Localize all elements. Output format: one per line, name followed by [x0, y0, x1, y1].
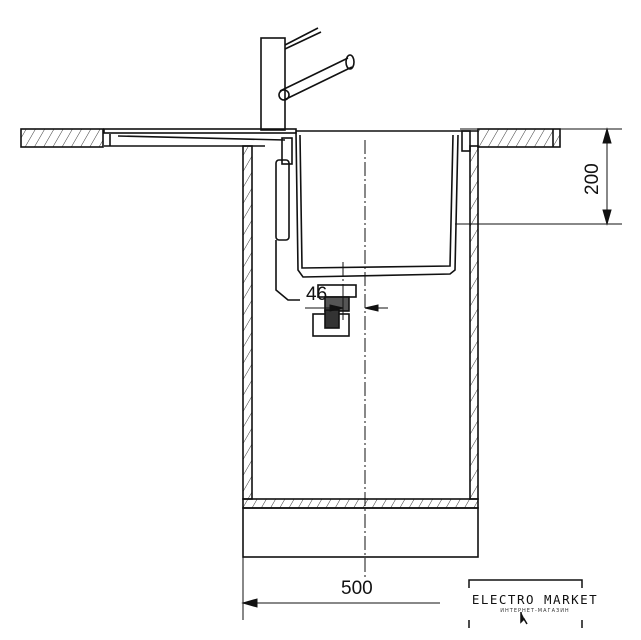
sink-bowl	[295, 130, 478, 278]
watermark-frame	[468, 579, 583, 628]
bowl-depth-label: 200	[582, 163, 603, 195]
watermark-tagline: ИНТЕРНЕТ-МАГАЗИН	[500, 608, 570, 614]
cabinet-width-label: 500	[341, 578, 373, 599]
countertop-left	[20, 128, 104, 148]
drain-assembly	[275, 137, 357, 337]
dimension-bowl-depth	[455, 127, 622, 226]
drain-offset-label: 46	[306, 284, 327, 305]
countertop-right	[477, 128, 561, 148]
dimension-drain-offset	[305, 290, 388, 320]
faucet	[260, 27, 355, 131]
watermark-logo: ELECTRO MARKET ИНТЕРНЕТ-МАГАЗИН	[468, 578, 602, 628]
dimension-cabinet-width	[241, 557, 440, 620]
cabinet	[242, 145, 479, 558]
watermark-brand: ELECTRO MARKET	[471, 592, 599, 607]
drainer-board	[103, 128, 297, 147]
